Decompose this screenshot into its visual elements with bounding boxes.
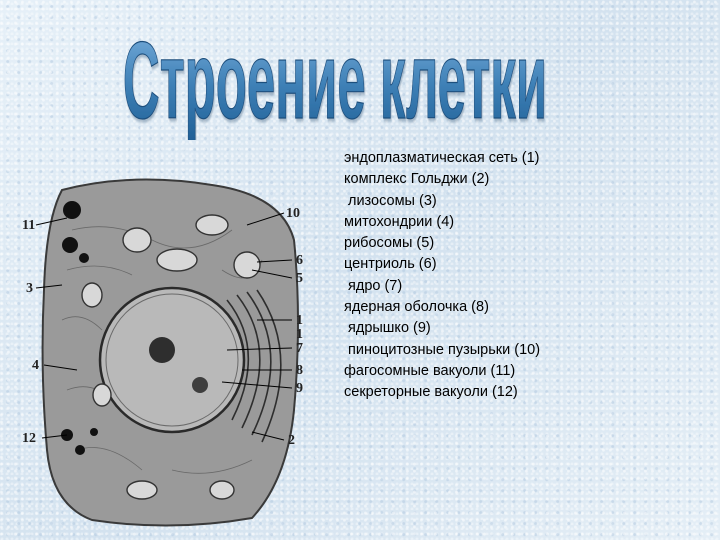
label-10: 10: [286, 206, 300, 221]
list-item: эндоплазматическая сеть (1): [344, 150, 540, 166]
cell-diagram-image: 10 11 3 4 12 6 5 1 7 1 8 9 2: [22, 178, 303, 527]
label-11: 11: [22, 218, 35, 233]
organelle-list: эндоплазматическая сеть (1) комплекс Гол…: [344, 148, 714, 404]
label-6: 6: [296, 253, 303, 268]
list-item: комплекс Гольджи (2): [344, 171, 490, 188]
list-item: рибосомы (5): [344, 235, 435, 252]
label-8: 8: [296, 363, 303, 378]
list-item: секреторные вакуоли (12): [344, 384, 518, 401]
label-1: 1: [296, 313, 303, 328]
label-2: 2: [288, 433, 295, 448]
list-item: ядерная оболочка (8): [344, 299, 489, 316]
list-item: фагосомные вакуоли (11): [344, 362, 516, 379]
title-graphic: Строение клетки: [123, 19, 548, 140]
label-1b: 1: [296, 327, 303, 342]
label-7: 7: [296, 341, 303, 356]
list-item: митохондрии (4): [344, 213, 455, 230]
page-title: Строение клетки: [0, 0, 720, 140]
label-3: 3: [26, 281, 33, 296]
nucleolus: [149, 337, 175, 363]
nucleus: [98, 286, 246, 434]
list-item: центриоль (6): [344, 256, 437, 273]
label-4: 4: [32, 358, 39, 373]
label-9: 9: [296, 381, 303, 396]
list-item: лизосомы (3): [348, 192, 437, 209]
list-item: ядро (7): [348, 277, 403, 294]
list-item: пиноцитозные пузырьки (10): [348, 341, 541, 358]
label-5: 5: [296, 271, 303, 286]
list-item: ядрышко (9): [348, 320, 431, 337]
cell-diagram: 10 11 3 4 12 6 5 1 7 1 8 9 2: [22, 170, 322, 535]
title-text: Строение клетки: [123, 19, 547, 140]
label-12: 12: [22, 431, 36, 446]
